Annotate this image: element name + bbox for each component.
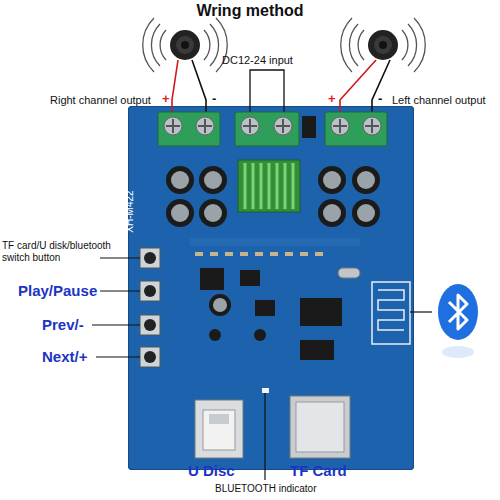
callout-label: Right channel output [50,94,151,107]
callout-label: DC12-24 input [222,54,293,67]
speaker-wire [172,60,390,122]
callout-label: - [378,92,382,107]
smd-components [190,238,360,393]
leader-line [92,258,432,480]
tf-card-slot [290,396,350,458]
callout-label: U Disc [188,462,235,479]
usb-port [195,400,243,458]
title: Wring method [0,2,500,20]
bluetooth-logo [438,284,478,358]
bluetooth-antenna [372,282,410,344]
callout-label: - [212,92,216,107]
sound-waves [143,18,426,72]
callout-label: Next/+ [42,348,87,365]
capacitor [166,166,380,341]
silkscreen-text: XH-M422 [124,190,135,232]
callout-label: TF Card [290,462,347,479]
callout-label: BLUETOOTH indicator [215,483,317,495]
callout-label: Play/Pause [18,282,97,299]
callout-label: + [162,92,170,107]
callout-label: + [328,92,336,107]
callout-label: Prev/- [42,316,84,333]
input-bracket [250,70,284,118]
heatsink [238,160,300,212]
terminal-block [158,112,387,146]
callout-label: TF card/U disk/bluetooth switch button [2,240,120,263]
circuit-board: XH-M422 [128,106,414,470]
push-button [140,248,160,367]
callout-label: Left channel output [392,94,486,107]
